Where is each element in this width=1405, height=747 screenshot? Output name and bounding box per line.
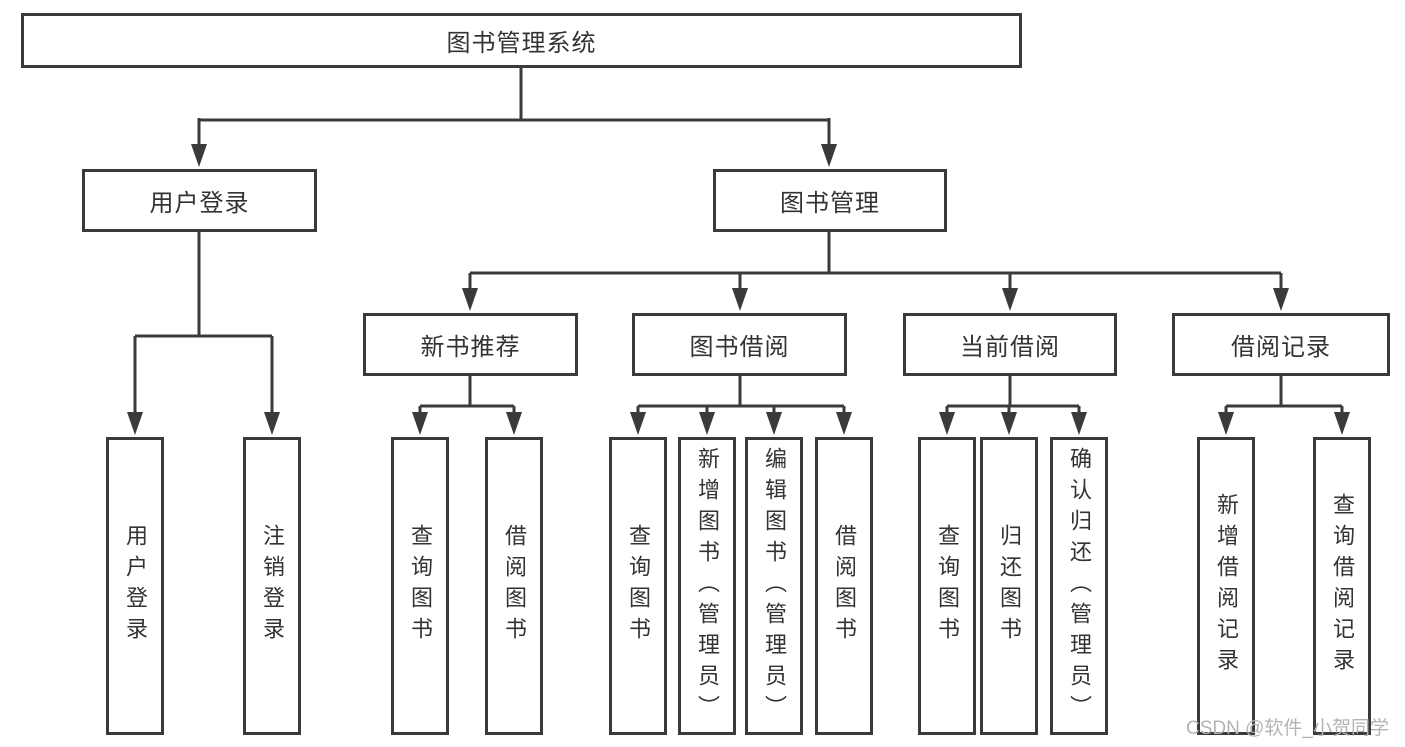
arrowhead: [766, 412, 782, 435]
node-root: 图书管理系统: [21, 13, 1022, 68]
arrowhead: [127, 412, 143, 435]
arrowhead: [191, 144, 207, 167]
node-user-login-label: 用户登录: [149, 190, 250, 217]
leaf-label: 归还图书: [997, 524, 1022, 648]
leaf-borrowing-borrow-books: 借阅图书: [815, 437, 873, 735]
arrowhead: [1273, 288, 1289, 311]
arrowhead: [506, 412, 522, 435]
node-book-borrowing-label: 图书借阅: [689, 334, 790, 361]
arrowhead: [264, 412, 280, 435]
arrowhead: [412, 412, 428, 435]
arrowhead: [732, 288, 748, 311]
arrowhead: [1218, 412, 1234, 435]
leaf-label: 确认归还（管理员）: [1067, 446, 1092, 726]
leaf-borrowing-add-books-admin: 新增图书（管理员）: [678, 437, 736, 735]
arrowhead: [1001, 412, 1017, 435]
leaf-current-return-books: 归还图书: [980, 437, 1038, 735]
leaf-user-login: 用户登录: [106, 437, 164, 735]
leaf-records-query-record: 查询借阅记录: [1313, 437, 1371, 735]
leaf-label: 注销登录: [260, 524, 285, 648]
node-book-borrowing: 图书借阅: [632, 313, 847, 376]
leaf-recommend-borrow-books: 借阅图书: [485, 437, 543, 735]
connector-recommend-junction: [418, 376, 516, 416]
leaf-label: 编辑图书（管理员）: [762, 446, 787, 726]
connector-current-junction: [945, 376, 1081, 416]
leaf-label: 借阅图书: [832, 524, 857, 648]
leaf-label: 借阅图书: [502, 524, 527, 648]
leaf-records-add-record: 新增借阅记录: [1197, 437, 1255, 735]
leaf-recommend-query-books: 查询图书: [391, 437, 449, 735]
arrowheads: [127, 144, 1350, 435]
arrowhead: [1002, 288, 1018, 311]
connector-root-junction: [197, 68, 831, 148]
leaf-label: 查询图书: [408, 524, 433, 648]
connector-borrowing-junction: [636, 376, 846, 416]
node-new-book-recommend: 新书推荐: [363, 313, 578, 376]
leaf-label: 用户登录: [123, 524, 148, 648]
connector-book-management-junction: [468, 232, 1283, 292]
arrowhead: [1071, 412, 1087, 435]
node-book-management-label: 图书管理: [780, 190, 880, 217]
node-user-login: 用户登录: [82, 169, 317, 232]
leaf-borrowing-edit-books-admin: 编辑图书（管理员）: [745, 437, 803, 735]
arrowhead: [821, 144, 837, 167]
arrowhead: [630, 412, 646, 435]
node-new-book-recommend-label: 新书推荐: [420, 334, 521, 361]
arrowhead: [462, 288, 478, 311]
leaf-current-confirm-return-admin: 确认归还（管理员）: [1050, 437, 1108, 735]
connector-user-login-junction: [133, 232, 274, 416]
leaf-label: 新增借阅记录: [1214, 493, 1239, 679]
node-current-borrowing-label: 当前借阅: [960, 334, 1060, 361]
connector-records-junction: [1224, 376, 1344, 416]
node-borrowing-records-label: 借阅记录: [1231, 334, 1331, 361]
leaf-label: 查询借阅记录: [1330, 493, 1355, 679]
leaf-logout: 注销登录: [243, 437, 301, 735]
leaf-borrowing-query-books: 查询图书: [609, 437, 667, 735]
node-book-management: 图书管理: [713, 169, 947, 232]
leaf-label: 查询图书: [626, 524, 651, 648]
arrowhead: [836, 412, 852, 435]
node-borrowing-records: 借阅记录: [1172, 313, 1390, 376]
node-current-borrowing: 当前借阅: [903, 313, 1117, 376]
watermark: CSDN @软件_小贺同学: [1186, 718, 1389, 739]
leaf-label: 查询图书: [935, 524, 960, 648]
arrowhead: [699, 412, 715, 435]
leaf-current-query-books: 查询图书: [918, 437, 976, 735]
node-root-label: 图书管理系统: [446, 30, 597, 57]
arrowhead: [1334, 412, 1350, 435]
arrowhead: [939, 412, 955, 435]
leaf-label: 新增图书（管理员）: [695, 446, 720, 726]
